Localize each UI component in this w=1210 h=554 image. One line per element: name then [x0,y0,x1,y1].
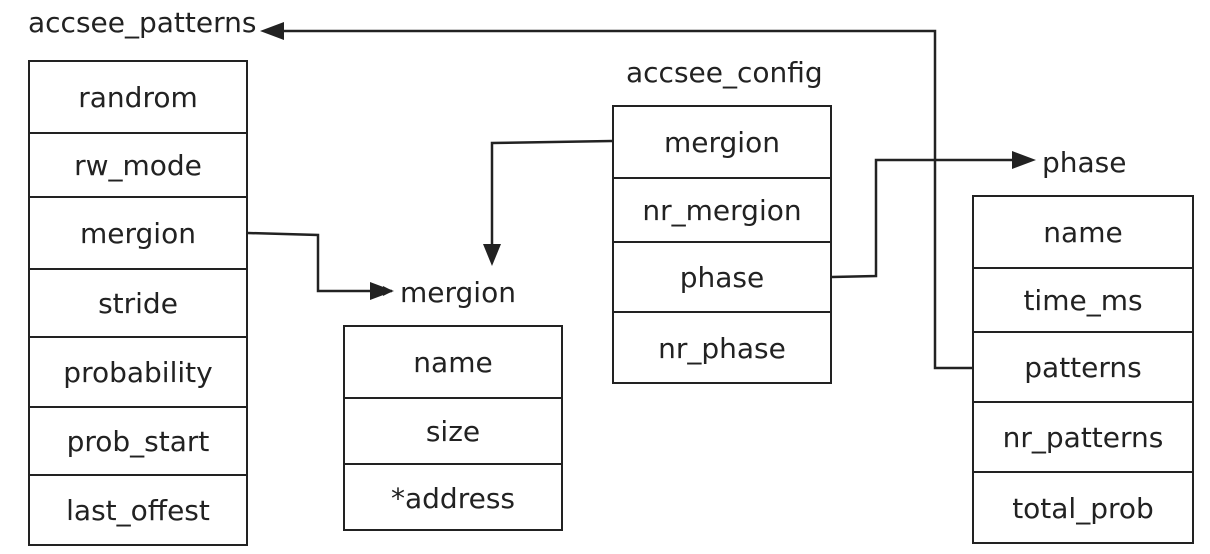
patterns-field-rw-mode: rw_mode [30,134,246,198]
patterns-field-prob-start: prob_start [30,408,246,476]
patterns-field-mergion: mergion [30,198,246,270]
patterns-field-probability: probability [30,338,246,408]
mergion-struct-box: name size *address [343,325,563,531]
arrowhead-phase [1012,151,1036,169]
arrowhead-down-mergion [483,244,501,266]
phase-field-time-ms: time_ms [974,269,1192,333]
arrow-phase-patterns-to-patterns [282,29,972,370]
mergion-title: mergion [400,276,516,309]
config-field-nr-mergion: nr_mergion [614,179,830,243]
phase-field-name: name [974,197,1192,269]
arrowhead-patterns [260,22,284,40]
phase-field-total-prob: total_prob [1012,492,1154,525]
config-title: accsee_config [626,56,823,89]
patterns-field-randrom: randrom [30,62,246,134]
mergion-field-address: *address [390,481,515,515]
arrow-config-mergion-to-mergion [490,139,613,250]
phase-field-patterns: patterns [974,333,1192,403]
config-field-mergion: mergion [614,107,830,179]
arrow-config-phase-to-phase [831,158,1014,279]
patterns-field-stride: stride [30,270,246,338]
config-struct-box: mergion nr_mergion phase nr_phase [612,105,832,384]
patterns-title: accsee_patterns [28,6,257,39]
phase-title: phase [1042,146,1127,179]
mergion-field-name: name [345,327,561,399]
config-field-phase: phase [614,243,830,313]
phase-struct-box: name time_ms patterns nr_patterns total_… [972,195,1194,544]
phase-field-nr-patterns: nr_patterns [974,403,1192,473]
arrowhead-mergion [370,282,394,300]
arrow-patterns-mergion-to-mergion [247,231,393,296]
mergion-field-size: size [345,399,561,465]
patterns-struct-box: randrom rw_mode mergion stride probabili… [28,60,248,546]
config-field-nr-phase: nr_phase [658,332,786,365]
patterns-field-last-offest: last_offest [66,493,210,527]
